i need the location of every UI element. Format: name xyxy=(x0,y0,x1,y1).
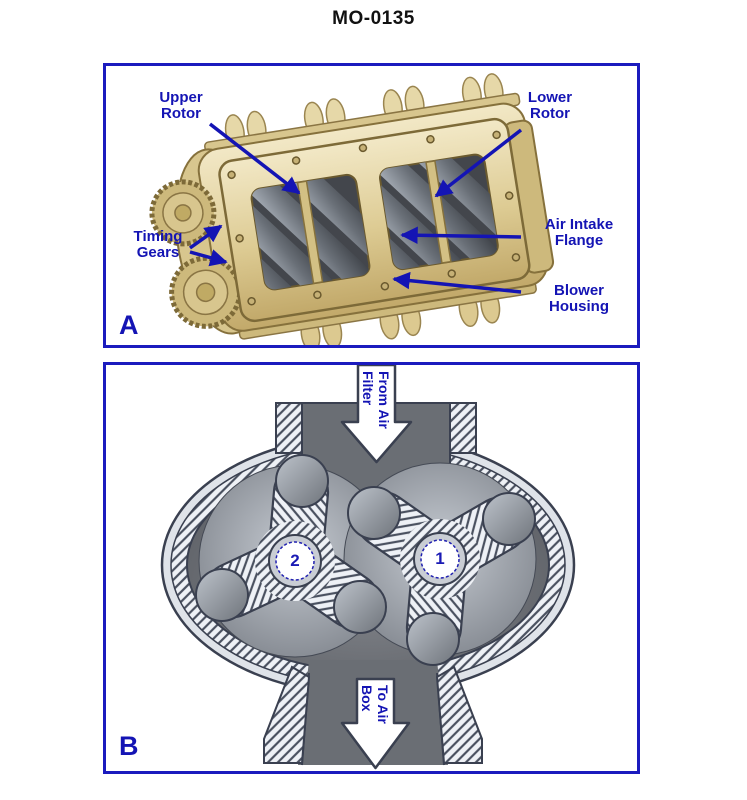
blower-housing-arrow xyxy=(392,271,522,294)
outlet-flow-arrow-icon xyxy=(340,677,411,770)
label-arrows xyxy=(188,122,523,294)
outlet-wall-right xyxy=(435,665,483,764)
outlet-wall-left xyxy=(263,665,311,764)
timing-gear-upper xyxy=(149,179,217,247)
from-air-filter-label: From Air Filter xyxy=(360,371,393,429)
upper-rotor-label: Upper Rotor xyxy=(159,89,203,122)
upper-rotor-arrow xyxy=(208,122,301,195)
blower-housing-label: Blower Housing xyxy=(549,282,609,315)
page-title: MO-0135 xyxy=(332,8,415,29)
timing-gears-arrow-upper xyxy=(188,224,223,250)
lower-rotor-label: Lower Rotor xyxy=(527,89,573,122)
rotor-1-number: 1 xyxy=(435,549,445,568)
rotor-1 xyxy=(347,486,536,666)
bolt-holes xyxy=(227,130,521,306)
panel-b-letter: B xyxy=(119,731,139,761)
timing-gears-label: Timing Gears xyxy=(133,228,183,261)
timing-gears-arrow-lower xyxy=(189,249,228,267)
blower-3d-illustration xyxy=(149,73,555,345)
panel-a: Upper Rotor Lower Rotor Timing Gears Air… xyxy=(103,63,640,348)
lower-rotor-arrow xyxy=(434,128,523,198)
blower-cross-section-illustration xyxy=(160,365,576,770)
air-intake-flange-arrow xyxy=(400,226,522,245)
timing-gear-lower xyxy=(169,255,243,329)
inlet-flange-right xyxy=(449,402,477,454)
rotor-2-number: 2 xyxy=(290,551,300,570)
panel-a-letter: A xyxy=(119,310,139,340)
air-intake-flange-label: Air Intake Flange xyxy=(544,216,614,249)
inlet-flow-arrow-icon xyxy=(340,365,413,464)
to-air-box-label: To Air Box xyxy=(359,685,392,724)
panel-b: 2 1 From Air Filter To Air Box B xyxy=(103,362,640,774)
rotor-2 xyxy=(195,454,387,634)
blower-body xyxy=(149,73,555,345)
inlet-flange-left xyxy=(275,402,303,454)
